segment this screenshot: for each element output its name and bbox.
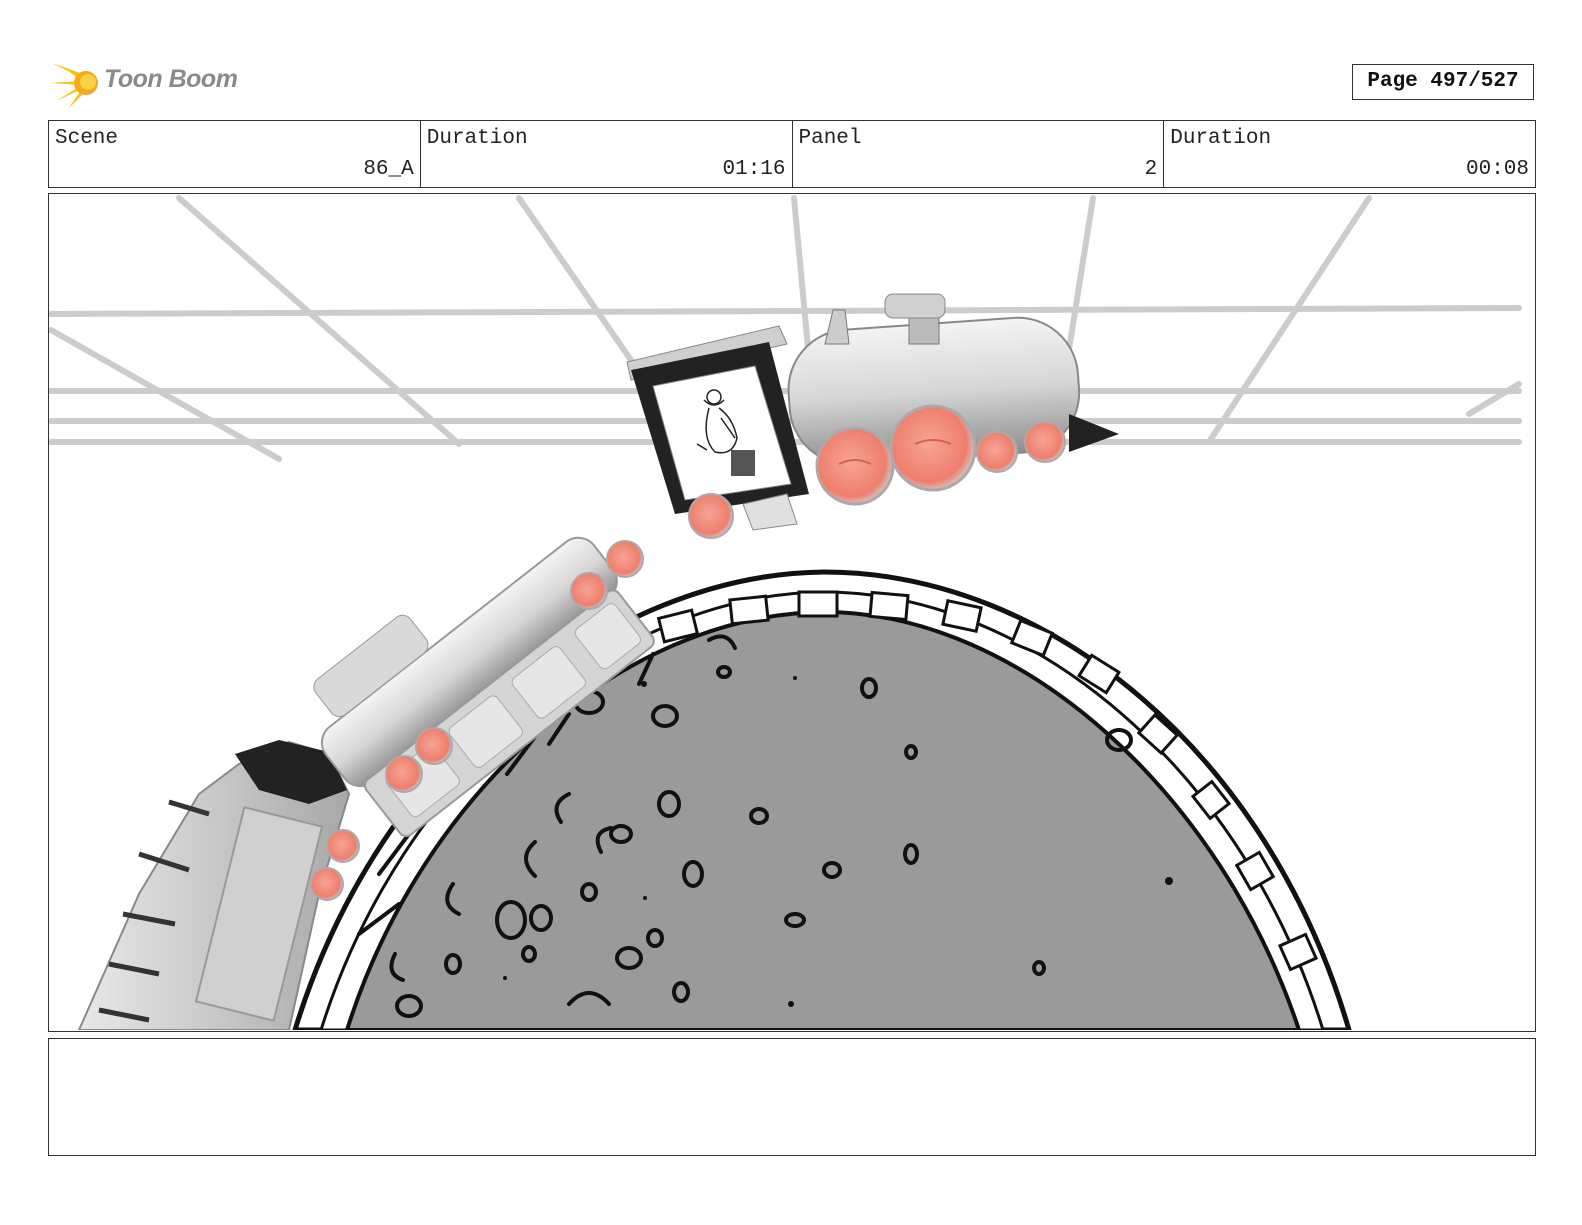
scene-value: 86_A — [363, 158, 414, 181]
train-car-rear — [77, 740, 351, 1030]
storyboard-panel — [48, 193, 1536, 1032]
locomotive — [626, 293, 1119, 539]
panel-cell: Panel 2 — [793, 121, 1165, 187]
panel-duration-label: Duration — [1170, 127, 1272, 150]
scene-duration-cell: Duration 01:16 — [421, 121, 793, 187]
panel-duration-value: 00:08 — [1465, 158, 1529, 181]
panel-label: Panel — [798, 127, 862, 150]
scene-cell: Scene 86_A — [49, 121, 421, 187]
panel-duration-cell: Duration 00:08 — [1164, 121, 1535, 187]
scene-label: Scene — [55, 127, 119, 150]
panel-artwork — [49, 195, 1522, 1030]
scene-duration-value: 01:16 — [722, 158, 786, 181]
brand-name: Toon Boom — [104, 65, 238, 93]
locomotive-wheels — [688, 404, 1066, 539]
scene-duration-label: Duration — [426, 127, 528, 150]
panel-notes-area[interactable] — [48, 1038, 1536, 1156]
character-sketch — [696, 389, 738, 454]
panel-value: 2 — [1144, 158, 1158, 181]
toon-boom-logo: Toon Boom — [50, 55, 250, 111]
tender-wheels — [310, 540, 644, 901]
toon-boom-logo-icon — [50, 63, 98, 109]
page-indicator: Page 497/527 — [1352, 64, 1534, 100]
train-car-tender — [310, 536, 655, 901]
scene-info-bar: Scene 86_A Duration 01:16 Panel 2 Durati… — [48, 120, 1536, 188]
